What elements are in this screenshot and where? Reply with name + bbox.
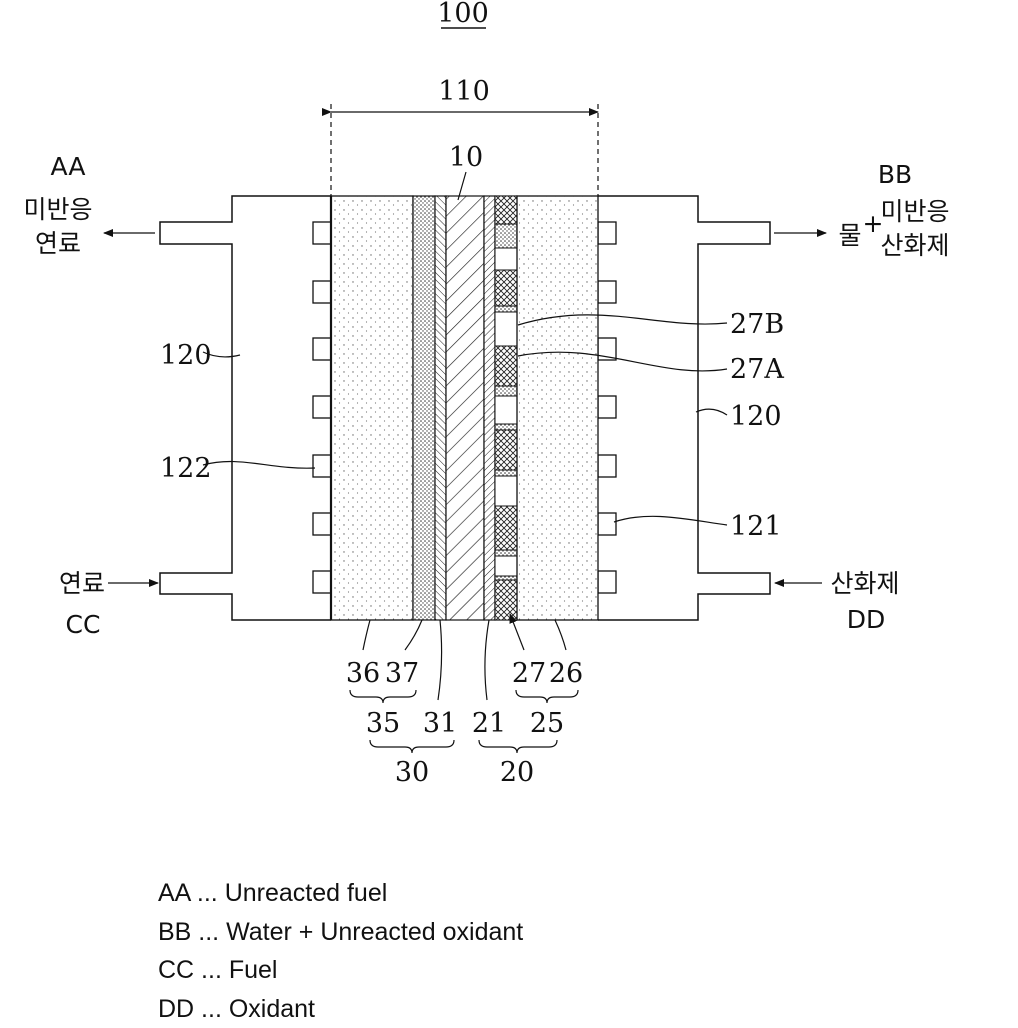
brace-30: [370, 740, 454, 753]
legend-item-AA: AA ... Unreacted fuel: [158, 874, 523, 913]
ref-100: 100: [437, 0, 489, 29]
ref-26: 26: [549, 658, 583, 689]
ref-25: 25: [530, 708, 564, 739]
legend-item-DD: DD ... Oxidant: [158, 990, 523, 1028]
right-flow-channels: [598, 222, 616, 593]
label-BB: BB: [878, 160, 912, 189]
brace-20: [479, 740, 557, 753]
label-AA-kor-2: 연료: [35, 229, 81, 258]
legend: AA ... Unreacted fuel BB ... Water + Unr…: [158, 874, 523, 1028]
ref-21: 21: [472, 708, 506, 739]
layer-37: [413, 196, 435, 620]
ref-27: 27: [512, 658, 546, 689]
label-BB-water: 물: [838, 221, 861, 250]
legend-item-BB: BB ... Water + Unreacted oxidant: [158, 913, 523, 952]
layer-21: [484, 196, 495, 620]
ref-27A: 27A: [730, 354, 784, 385]
ref-37: 37: [385, 658, 419, 689]
label-DD: DD: [847, 605, 886, 634]
label-DD-kor: 산화제: [830, 569, 899, 598]
label-AA-kor-1: 미반응: [23, 195, 92, 224]
label-BB-kor-2: 산화제: [880, 231, 949, 260]
left-flow-channels: [313, 222, 331, 593]
ref-121-leader: [614, 516, 727, 525]
ref-120-right-leader: [696, 409, 727, 415]
layer-27-blocks: [495, 196, 517, 620]
layer-31: [435, 196, 446, 620]
left-separator-plate: [160, 196, 331, 620]
ref-27B: 27B: [730, 309, 784, 340]
ref-30: 30: [395, 757, 429, 788]
label-AA: AA: [51, 152, 86, 181]
ref-120-right: 120: [730, 401, 782, 432]
label-CC: CC: [66, 610, 101, 639]
ref-122-leader: [203, 462, 315, 469]
ref-121: 121: [730, 511, 782, 542]
ref-31: 31: [423, 708, 457, 739]
label-BB-kor-1: 미반응: [880, 197, 949, 226]
label-CC-kor: 연료: [59, 569, 105, 598]
ref-35: 35: [366, 708, 400, 739]
ref-110: 110: [438, 76, 490, 107]
ref-20: 20: [500, 757, 534, 788]
layer-36: [331, 196, 413, 620]
membrane-10: [446, 196, 484, 620]
brace-25: [516, 690, 578, 703]
brace-35: [350, 690, 416, 703]
ref-122: 122: [160, 453, 212, 484]
ref-36: 36: [346, 658, 380, 689]
ref-120-left: 120: [160, 340, 212, 371]
legend-item-CC: CC ... Fuel: [158, 951, 523, 990]
fuel-cell-diagram: 100 110: [0, 0, 1018, 1007]
ref-10: 10: [449, 142, 483, 173]
layer-26: [517, 196, 598, 620]
